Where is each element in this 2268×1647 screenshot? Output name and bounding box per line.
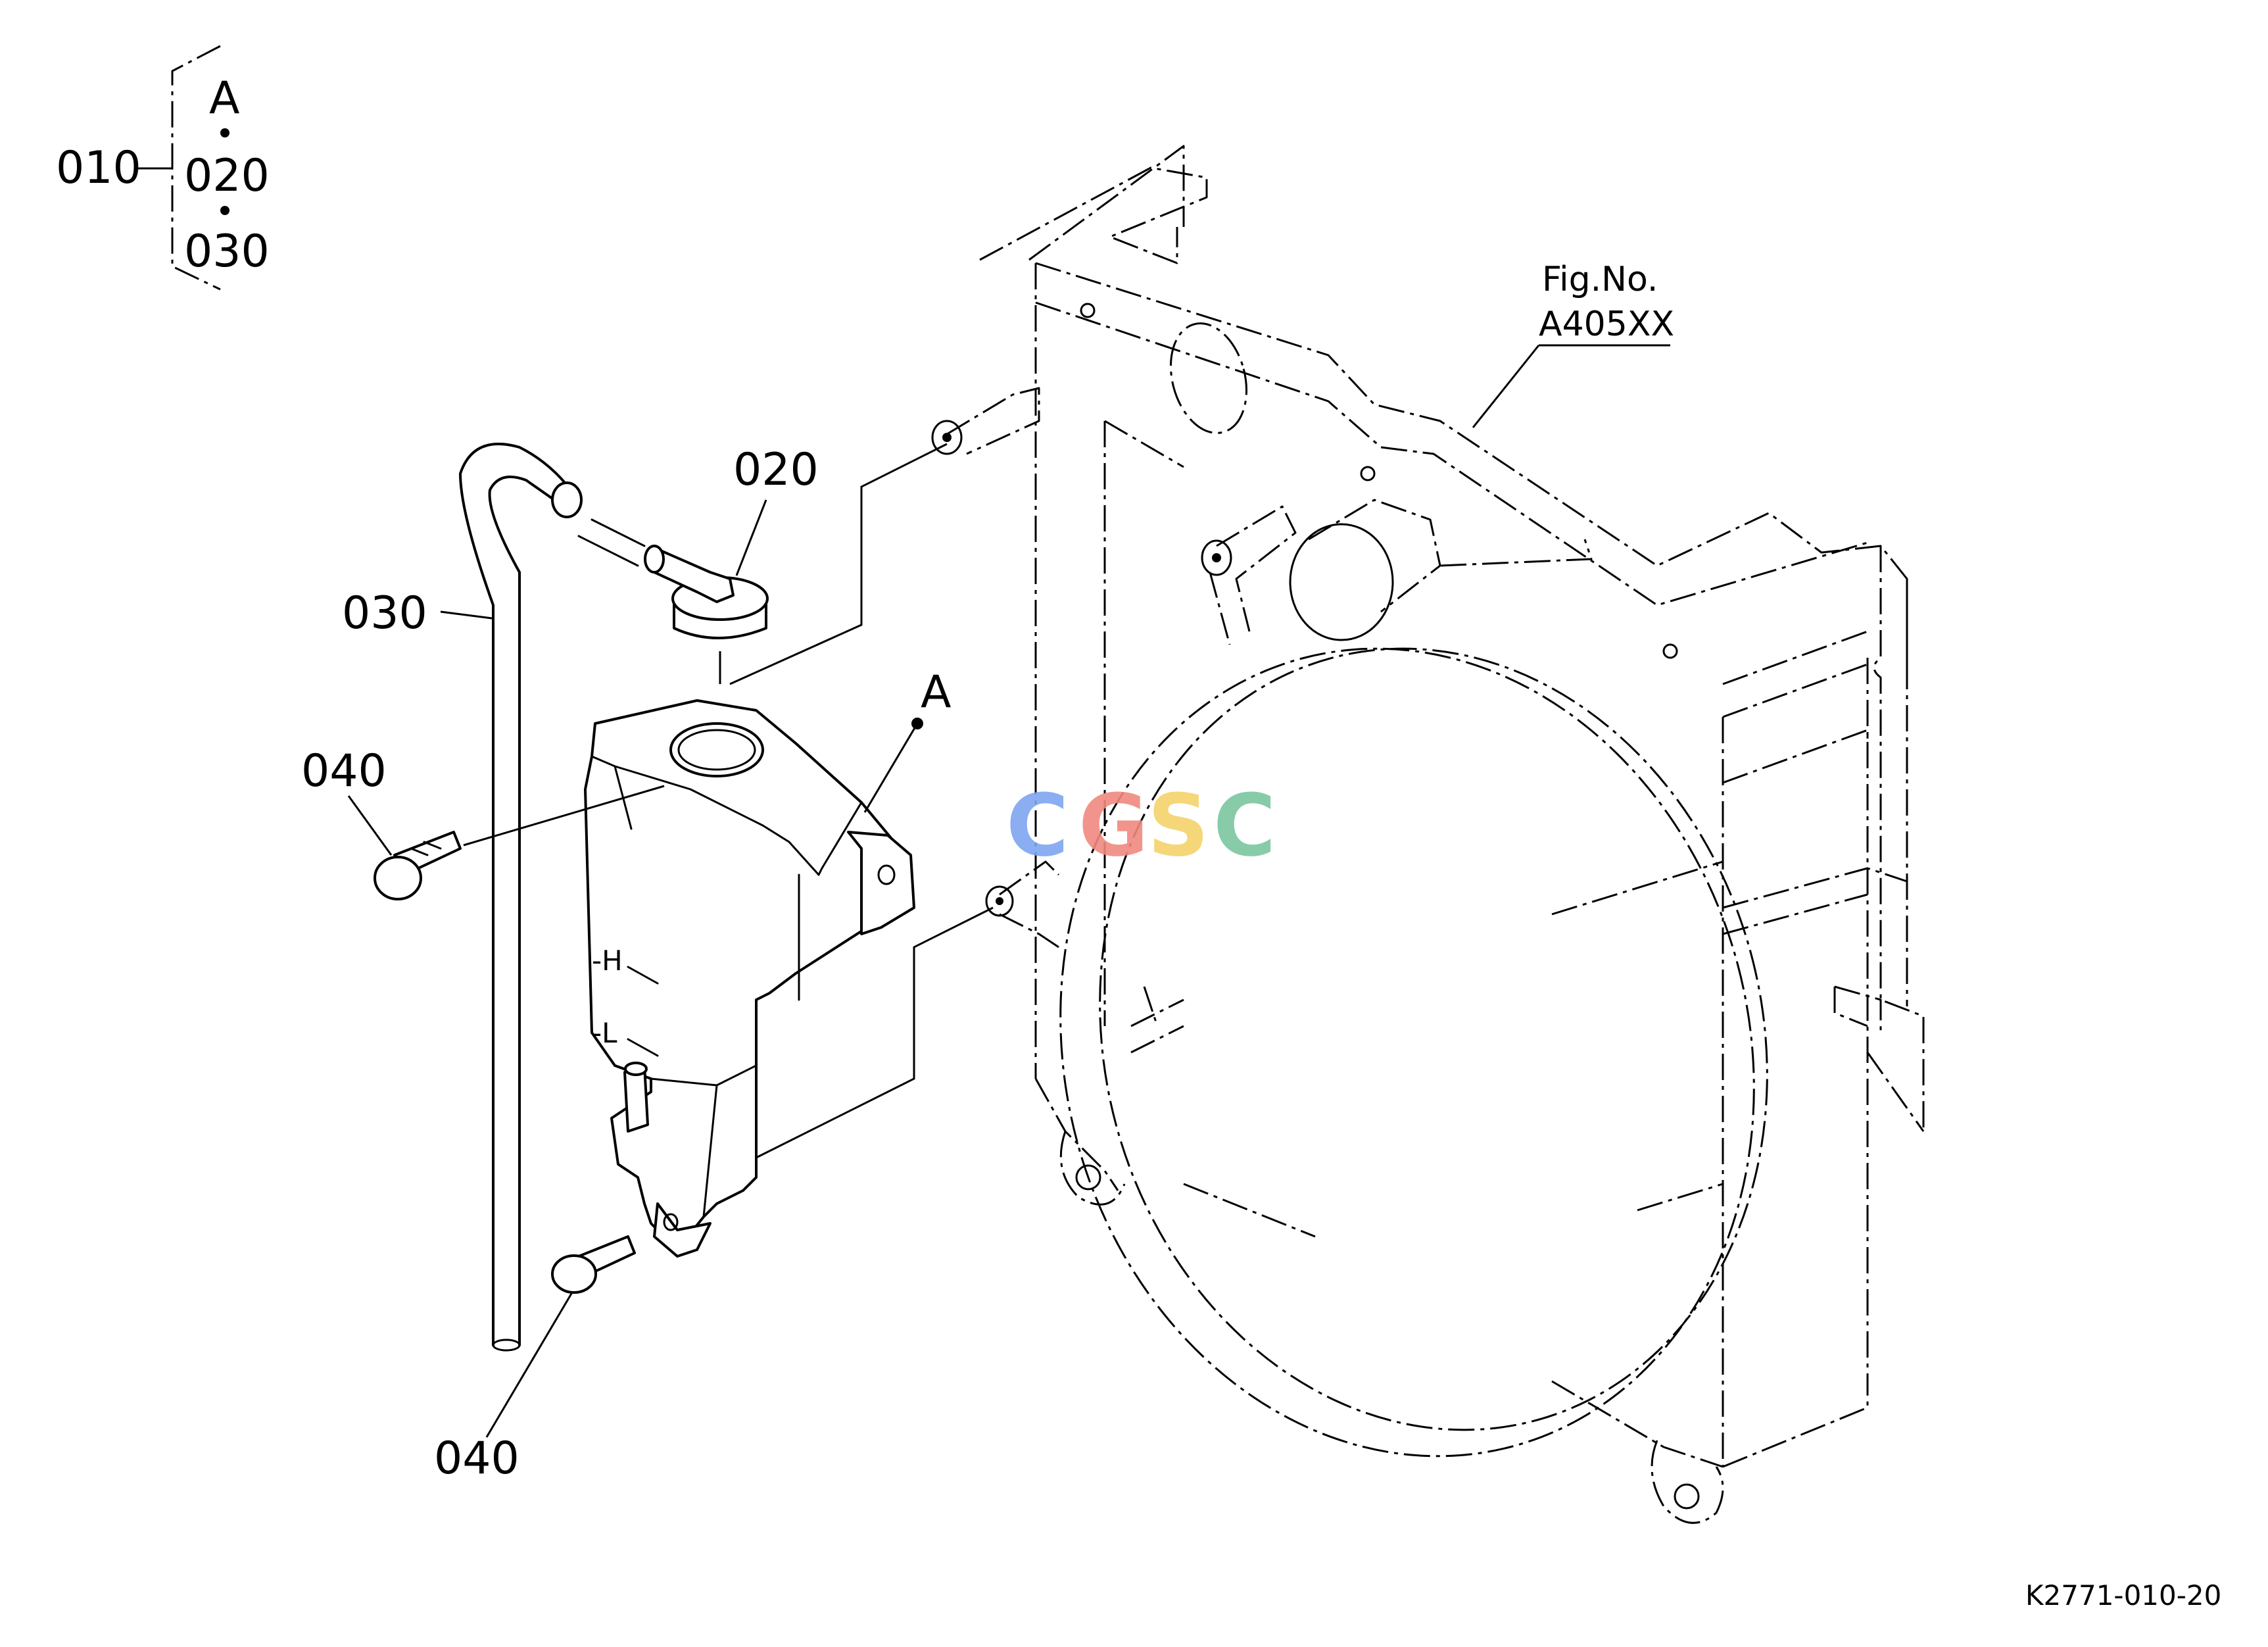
callout-040-upper: 040 bbox=[301, 745, 393, 856]
callout-030: 030 bbox=[342, 587, 493, 639]
callout-a-tank: A bbox=[863, 666, 952, 813]
watermark-letter-4: C bbox=[1213, 775, 1276, 875]
label-030: 030 bbox=[342, 587, 427, 639]
fig-ref-line2: A405XX bbox=[1539, 305, 1674, 344]
assembly-legend: 010 A 020 030 bbox=[56, 45, 270, 291]
overflow-hose bbox=[459, 443, 583, 1352]
callout-040-lower: 040 bbox=[434, 1292, 573, 1485]
svg-text:-H: -H bbox=[592, 945, 623, 977]
bolt-upper bbox=[374, 831, 462, 900]
watermark-letter-1: C bbox=[1006, 775, 1069, 875]
drawing-code: K2771-010-20 bbox=[2025, 1579, 2221, 1611]
reserve-tank: -H -L bbox=[584, 699, 915, 1258]
label-020: 020 bbox=[733, 444, 819, 496]
fig-ref-line1: Fig.No. bbox=[1542, 260, 1658, 299]
label-040-lower: 040 bbox=[434, 1433, 519, 1485]
label-a: A bbox=[921, 666, 952, 718]
legend-part-020: 020 bbox=[184, 150, 270, 202]
assembly-leaders bbox=[463, 443, 994, 1159]
tank-cap bbox=[577, 518, 769, 639]
callout-fig-ref: Fig.No. A405XX bbox=[1472, 260, 1674, 428]
bolt-lower bbox=[551, 1235, 636, 1294]
callout-020: 020 bbox=[733, 444, 819, 576]
assembly-number: 010 bbox=[56, 142, 141, 194]
label-040-upper: 040 bbox=[301, 745, 387, 797]
legend-part-030: 030 bbox=[184, 226, 270, 278]
watermark: C G S C bbox=[1006, 775, 1276, 875]
svg-text:-L: -L bbox=[592, 1017, 617, 1049]
radiator-shroud-phantom bbox=[931, 145, 1925, 1524]
watermark-letter-2: G bbox=[1078, 775, 1149, 875]
watermark-letter-3: S bbox=[1147, 775, 1209, 875]
legend-letter-a: A bbox=[209, 72, 240, 124]
